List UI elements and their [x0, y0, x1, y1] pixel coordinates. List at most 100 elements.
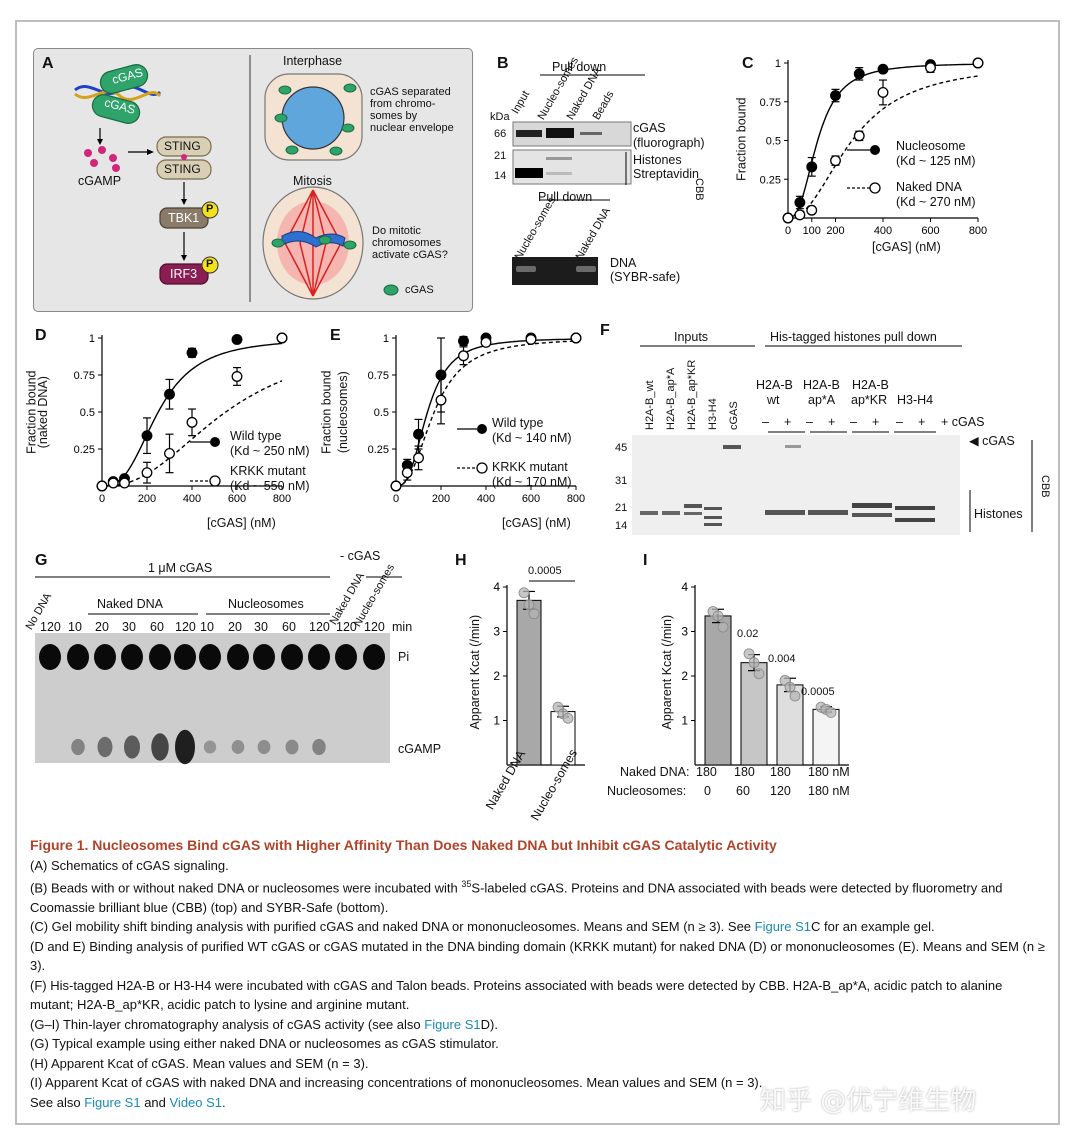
replicate-point	[717, 621, 729, 633]
y-tick-label: 2	[493, 669, 500, 683]
panel-g-time-12: 120	[364, 620, 385, 634]
caption-b-sup: 35	[461, 879, 472, 889]
panel-h-pvalue: 0.0005	[528, 565, 562, 577]
cgamp-spot	[71, 738, 85, 756]
replicate-point	[743, 648, 755, 660]
panel-c-legend-2a: Naked DNA	[896, 180, 962, 194]
pi-spot	[67, 644, 89, 670]
y-tick-label: 0.75	[74, 370, 95, 382]
panel-e-xlabel: [cGAS] (nM)	[502, 516, 571, 530]
x-tick-label: 400	[477, 493, 495, 505]
panel-h-label: H	[455, 552, 467, 569]
caption-c-1: (C) Gel mobility shift binding analysis …	[30, 919, 755, 935]
data-point	[164, 447, 175, 459]
caption-de: (D and E) Binding analysis of purified W…	[30, 938, 1045, 974]
x-tick-label: 100	[803, 225, 821, 237]
panel-f-cgas-sign: + cGAS	[941, 415, 985, 429]
panel-d-legend-1a: Wild type	[230, 429, 282, 443]
data-point	[186, 347, 198, 359]
panel-g-time-9: 60	[282, 620, 296, 634]
data-point	[141, 467, 153, 479]
y-tick-label: 3	[681, 625, 688, 639]
panel-c-ylabel: Fraction bound	[734, 97, 749, 181]
panel-i-row2-1: 0	[704, 784, 711, 798]
y-tick-label: 1	[383, 333, 389, 345]
data-point	[401, 467, 413, 479]
interphase-note-4: nuclear envelope	[370, 122, 454, 134]
tbk1-phospho-label: P	[206, 203, 214, 215]
caption-see-link-2[interactable]: Video S1	[169, 1094, 223, 1110]
data-point	[480, 336, 492, 348]
data-point	[877, 63, 889, 75]
data-point	[458, 350, 469, 362]
caption-title: Figure 1. Nucleosomes Bind cGAS with Hig…	[30, 837, 777, 853]
data-point	[794, 209, 806, 221]
panel-g-time-2: 20	[95, 620, 109, 634]
panel-b-dna: DNA	[610, 256, 637, 270]
panel-f-group-3a: H2A-B	[852, 378, 889, 392]
y-tick-label: 0.75	[368, 370, 389, 382]
data-point	[525, 334, 537, 345]
panel-b-cbb: CBB	[693, 178, 705, 201]
panel-g-nucleo: Nucleosomes	[228, 597, 304, 611]
panel-f-sign-8: +	[918, 415, 926, 429]
panel-i-pvalue-1: 0.02	[737, 628, 759, 640]
data-point	[458, 335, 469, 347]
replicate-point	[753, 668, 765, 680]
mitosis-note-3: activate cGAS?	[372, 249, 448, 261]
panel-g-cgamp: cGAMP	[398, 742, 442, 756]
caption-gi-link[interactable]: Figure S1	[424, 1016, 481, 1032]
pi-spot	[121, 644, 143, 670]
panel-e-ylabel-1: Fraction bound	[319, 370, 334, 454]
pi-spot	[363, 644, 385, 670]
bar	[516, 599, 542, 766]
x-tick-label: 200	[138, 493, 156, 505]
interphase-note-1: cGAS separated	[370, 86, 451, 98]
panel-i-label: I	[643, 552, 648, 569]
replicate-point	[825, 707, 837, 718]
pi-spot	[149, 644, 171, 670]
panel-f-inputs: Inputs	[674, 330, 709, 344]
caption-gi: (G–I) Thin-layer chromatography analysis…	[30, 1015, 1047, 1035]
panel-f-marker-21: 21	[615, 502, 628, 514]
data-point	[853, 68, 865, 80]
panel-g-time-10: 120	[309, 620, 330, 634]
y-tick-label: 0.5	[766, 136, 781, 148]
panel-i-row2-3: 120	[770, 784, 791, 798]
y-tick-label: 0.25	[368, 444, 389, 456]
panel-i-row1-1: 180	[696, 765, 717, 779]
panel-b-label: B	[497, 55, 509, 72]
panel-f-sign-2: +	[784, 415, 792, 429]
data-point	[806, 161, 818, 173]
panel-i-pvalue-3: 0.0005	[801, 686, 835, 698]
panel-g-pi: Pi	[398, 650, 410, 664]
caption-c-2: C for an example gel.	[811, 919, 935, 935]
panel-f-sign-5: –	[850, 415, 857, 429]
panel-g-label: G	[35, 552, 48, 569]
y-tick-label: 0.25	[760, 174, 781, 186]
fit-curve-open	[787, 75, 979, 219]
panel-f-group-1a: H2A-B	[756, 378, 793, 392]
caption-b: (B) Beads with or without naked DNA or n…	[30, 875, 1047, 917]
panel-f-marker-45: 45	[615, 442, 628, 454]
panel-f-group-3b: ap*KR	[851, 393, 888, 407]
data-point	[390, 480, 402, 492]
data-point	[972, 57, 984, 69]
panel-i-row1-2: 180	[734, 765, 755, 779]
panel-f-lane-h2ab-apa: H2A-B_ap*A	[665, 367, 677, 430]
panel-b-marker-14: 14	[494, 170, 507, 182]
caption-c-link[interactable]: Figure S1	[754, 919, 812, 935]
panel-c-label: C	[742, 55, 754, 72]
replicate-point	[518, 587, 530, 599]
caption-see-link-1[interactable]: Figure S1	[84, 1094, 141, 1110]
panel-f-cbb: CBB	[1039, 475, 1051, 498]
panel-d-xlabel: [cGAS] (nM)	[207, 516, 276, 530]
interphase-title: Interphase	[283, 54, 343, 68]
panel-b-pulldown: Pull down	[552, 60, 607, 74]
x-tick-label: 400	[183, 493, 201, 505]
panel-d-legend-2a: KRKK mutant	[230, 464, 306, 478]
panel-f-group-2a: H2A-B	[803, 378, 840, 392]
data-point	[96, 480, 108, 492]
